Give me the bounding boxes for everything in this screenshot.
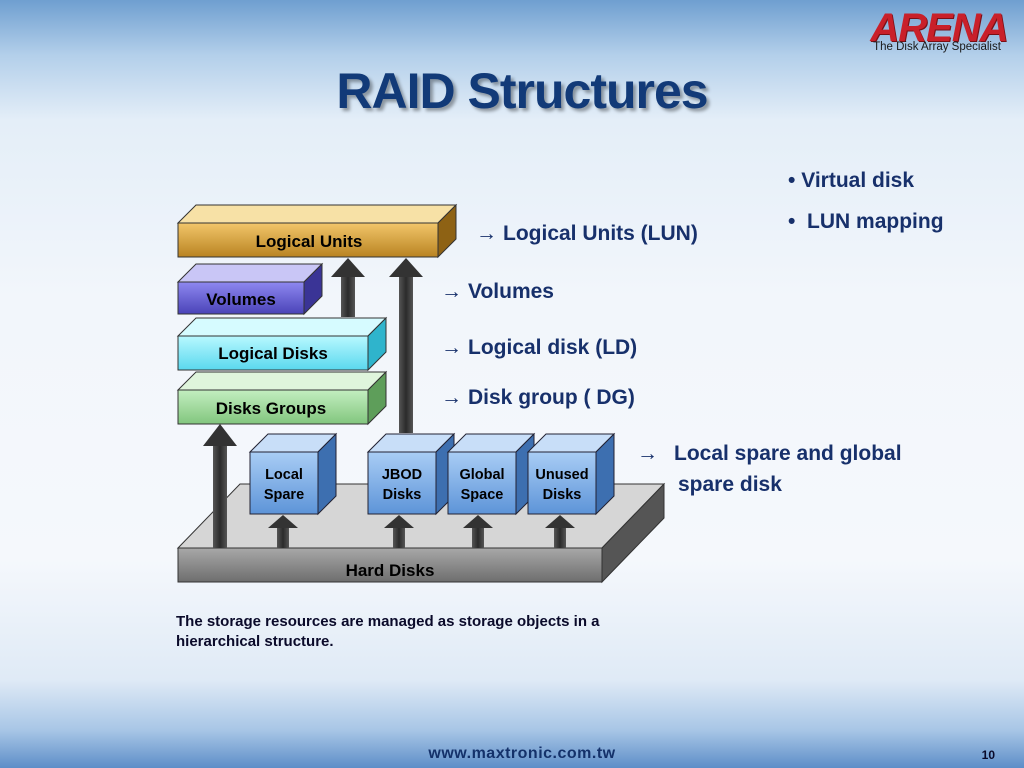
logical-disks-label: Logical Disks: [218, 344, 328, 363]
small-arrow-global: [463, 515, 493, 548]
arrow-hd-to-dg: [203, 424, 237, 548]
arrow-dg-to-lu: [331, 258, 365, 317]
cube-label-1: Local: [265, 467, 303, 483]
cube-label-2: Disks: [543, 487, 582, 503]
annotation-logical-disk: → Logical disk (LD): [441, 336, 637, 360]
annotation-volumes-text: Volumes: [468, 280, 554, 303]
annotation-spare-line1: Local spare and global: [674, 442, 902, 465]
bullet-lun-mapping: • LUN mapping: [788, 210, 944, 233]
annotation-lun-text: Logical Units (LUN): [503, 222, 698, 245]
cube-label-1: Global: [459, 467, 504, 483]
slide-title: RAID Structures: [336, 63, 708, 119]
annotation-lun: → Logical Units (LUN): [476, 222, 698, 246]
cube-jbod-disks: JBOD Disks: [366, 432, 456, 516]
arena-logo: ARENA: [870, 6, 1008, 50]
cube-label-2: Spare: [264, 487, 304, 503]
bullet-virtual-disk: • Virtual disk: [788, 169, 915, 192]
slide-caption: The storage resources are managed as sto…: [176, 613, 600, 650]
small-arrow-jbod: [384, 515, 414, 548]
logical-units-layer: Logical Units: [176, 203, 458, 259]
annotation-disk-group-text: Disk group ( DG): [468, 386, 635, 409]
hard-disks-label: Hard Disks: [346, 561, 435, 580]
cube-local-spare: Local Spare: [248, 432, 338, 516]
bullet-virtual-disk-text: Virtual disk: [801, 169, 915, 192]
cube-unused-disks: Unused Disks: [526, 432, 616, 516]
small-arrow-local-spare: [268, 515, 298, 548]
cube-label-1: Unused: [535, 467, 588, 483]
right-arrow-icon: →: [441, 386, 462, 409]
right-arrow-icon: →: [441, 336, 462, 359]
disk-groups-layer: Disks Groups: [176, 370, 388, 426]
cube-label-2: Space: [461, 487, 504, 503]
annotation-volumes: → Volumes: [441, 280, 554, 304]
small-arrow-unused: [545, 515, 575, 548]
arrow-jbod-to-lu: [389, 258, 423, 433]
right-arrow-icon: →: [441, 280, 462, 303]
footer-url[interactable]: www.maxtronic.com.tw: [428, 745, 616, 762]
annotation-spare: → Local spare and global: [637, 442, 902, 466]
annotation-disk-group: → Disk group ( DG): [441, 386, 635, 410]
volumes-layer: Volumes: [176, 262, 324, 316]
right-arrow-icon: →: [637, 442, 658, 465]
logical-disks-layer: Logical Disks: [176, 316, 388, 372]
bullet-lun-mapping-text: LUN mapping: [807, 210, 944, 233]
cube-label-2: Disks: [383, 487, 422, 503]
disk-groups-label: Disks Groups: [216, 399, 327, 418]
volumes-label: Volumes: [206, 290, 276, 309]
right-arrow-icon: →: [476, 222, 497, 245]
annotation-spare-line2: spare disk: [678, 473, 782, 496]
cube-label-1: JBOD: [382, 467, 422, 483]
logo-tagline: The Disk Array Specialist: [873, 41, 1001, 53]
page-number: 10: [981, 748, 995, 762]
logical-units-label: Logical Units: [256, 232, 363, 251]
cube-global-space: Global Space: [446, 432, 536, 516]
annotation-logical-disk-text: Logical disk (LD): [468, 336, 638, 359]
